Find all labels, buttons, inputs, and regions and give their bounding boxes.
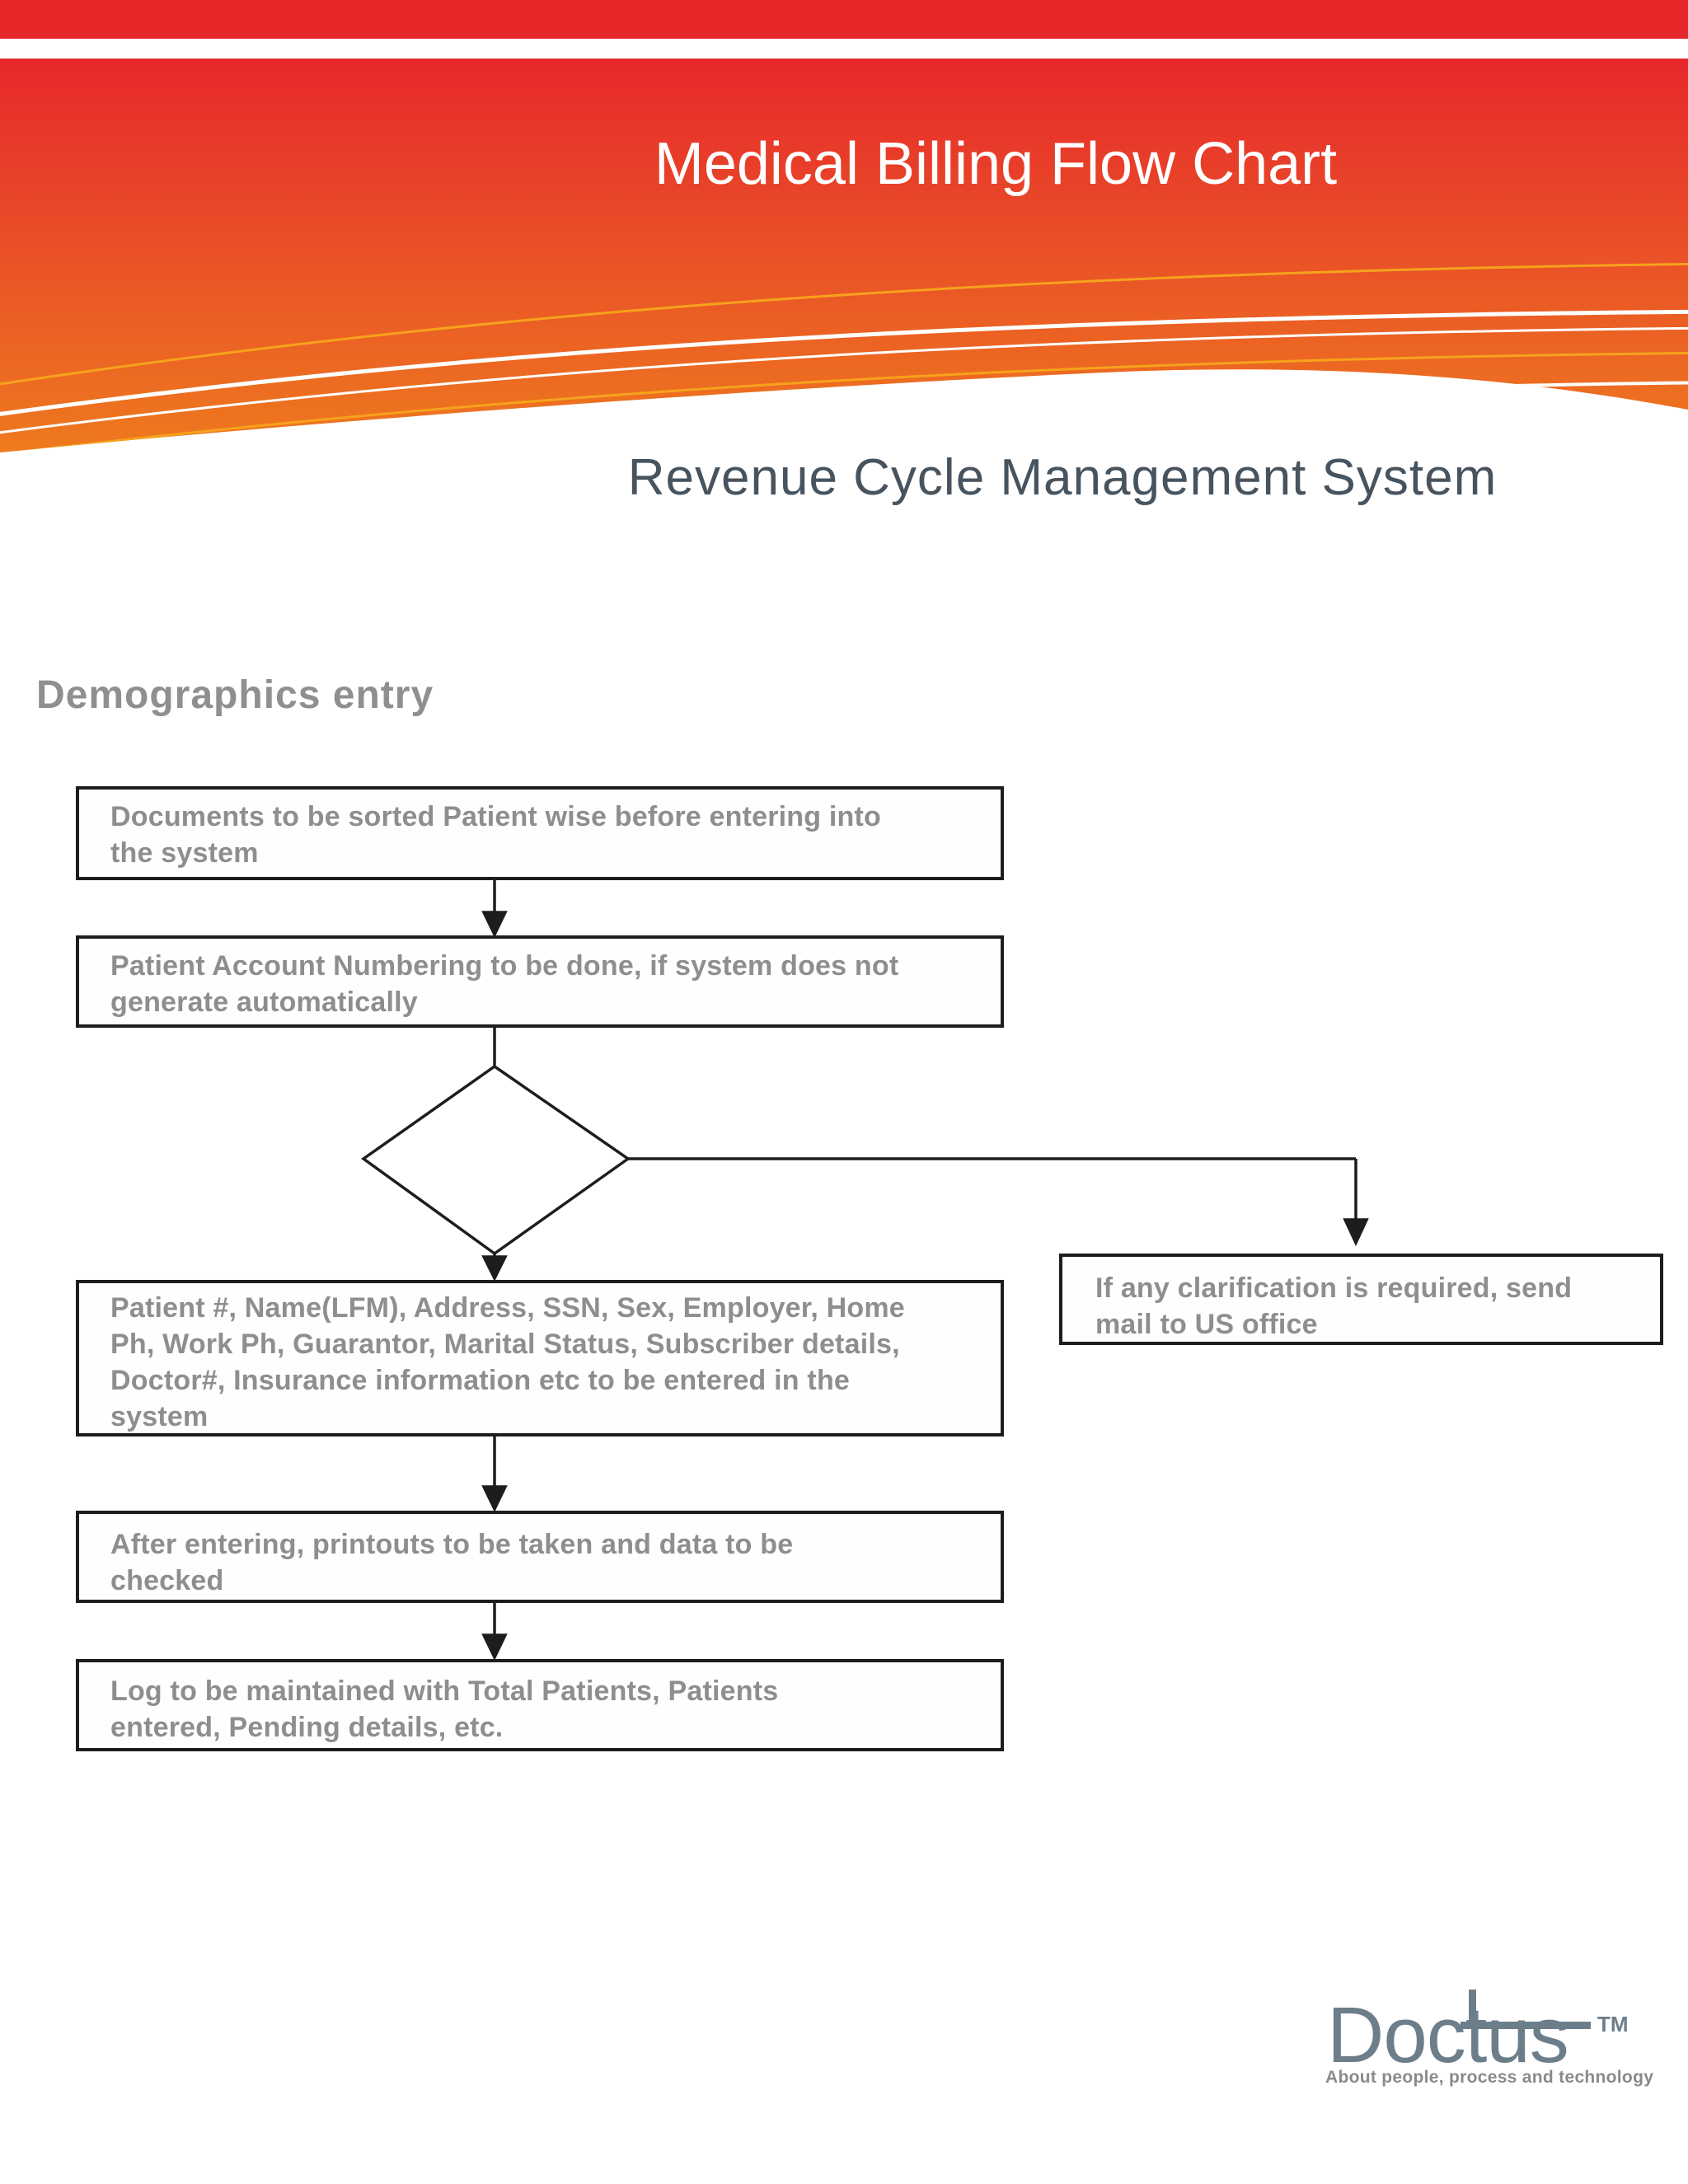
header-band [0, 0, 1688, 452]
logo-t-ascender [1469, 1990, 1476, 2029]
logo-tagline: About people, process and technology [1325, 2068, 1654, 2087]
flow-node-enter-details: Patient #, Name(LFM), Address, SSN, Sex,… [76, 1280, 1004, 1436]
arrowhead [1343, 1218, 1369, 1247]
flow-node-clarification: If any clarification is required, send m… [1059, 1254, 1663, 1345]
arrowhead [481, 1485, 508, 1513]
arrowhead [481, 1633, 508, 1661]
flow-node-sort-documents: Documents to be sorted Patient wise befo… [76, 786, 1004, 880]
top-red-bar [0, 0, 1688, 39]
section-heading: Demographics entry [36, 673, 434, 717]
header-gradient-field [0, 59, 1688, 452]
logo-wordmark: Doctus [1327, 1991, 1569, 2079]
flow-node-printouts-check: After entering, printouts to be taken an… [76, 1511, 1004, 1603]
decision-diamond [360, 1064, 631, 1256]
logo-crossbar [1461, 2022, 1591, 2029]
logo-trademark: TM [1597, 2012, 1629, 2036]
arrowhead [481, 911, 508, 939]
flow-node-account-numbering: Patient Account Numbering to be done, if… [76, 935, 1004, 1028]
page-subtitle: Revenue Cycle Management System [627, 449, 1498, 506]
flow-node-log-maintained: Log to be maintained with Total Patients… [76, 1659, 1004, 1751]
page-title: Medical Billing Flow Chart [654, 131, 1338, 197]
arrowhead [481, 1255, 508, 1282]
